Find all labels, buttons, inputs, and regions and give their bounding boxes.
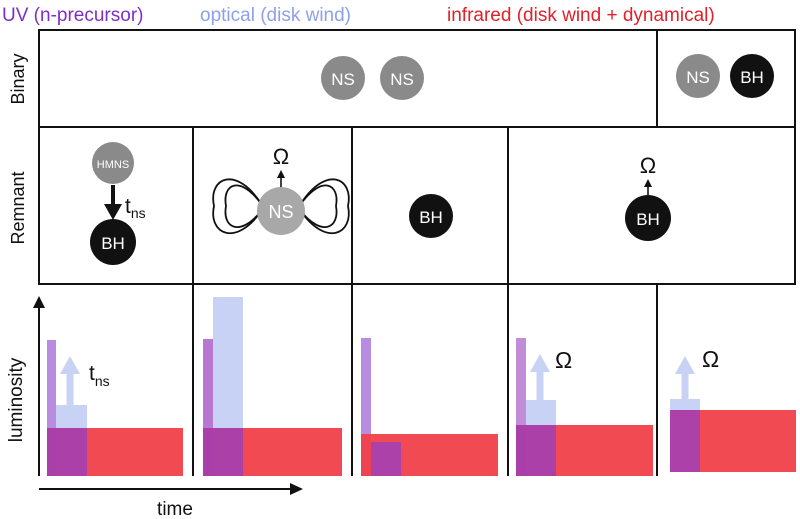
overlap-bar <box>516 425 556 476</box>
uv-bar <box>361 338 371 476</box>
omega-label: Ω <box>640 153 656 178</box>
neutron-star-icon <box>321 56 365 100</box>
uv-bar <box>203 339 213 476</box>
bh-label: BH <box>740 68 764 87</box>
row-label-binary: Binary <box>8 53 28 104</box>
hmns-icon <box>92 142 134 184</box>
arrow-head-icon <box>675 356 695 374</box>
black-hole-icon <box>730 54 774 98</box>
remnant-hmns-collapse: HMNS tns BH <box>90 142 146 265</box>
neutron-star-icon <box>380 56 424 100</box>
arrow-up-icon <box>33 296 45 308</box>
neutron-star-icon <box>257 187 305 235</box>
tns-label: tns <box>125 195 146 221</box>
omega-label: Ω <box>273 144 289 169</box>
ns-label: NS <box>390 70 414 89</box>
uv-bar <box>516 338 526 476</box>
bh-label: BH <box>419 208 443 227</box>
optical-bar <box>670 399 700 411</box>
hmns-label: HMNS <box>97 159 129 171</box>
arrow-right-icon <box>290 483 303 495</box>
overlap-bar <box>371 442 401 476</box>
black-hole-icon <box>409 194 453 238</box>
lightcurve-panel-2 <box>203 297 342 476</box>
overlap-bar <box>203 428 243 476</box>
row-label-remnant: Remnant <box>8 171 28 244</box>
overlap-bar <box>670 410 700 472</box>
axis-label-time: time <box>157 499 193 519</box>
ns-label: NS <box>686 68 710 87</box>
magnetic-field-lines-icon <box>212 178 350 235</box>
ns-label: NS <box>331 70 355 89</box>
bh-label: BH <box>101 234 125 253</box>
binary-ns-ns: NS NS <box>321 56 424 100</box>
arrow-head-icon <box>104 204 122 220</box>
tns-label: tns <box>89 362 110 389</box>
axis-label-luminosity: luminosity <box>6 357 27 442</box>
lightcurve-panel-5: Ω <box>670 346 796 472</box>
lightcurve-panel-3 <box>361 338 498 476</box>
neutron-star-icon <box>676 54 720 98</box>
uv-bar <box>47 340 56 476</box>
arrow-head-icon <box>277 170 285 178</box>
arrow-head-icon <box>530 354 550 372</box>
legend-uv: UV (n-precursor) <box>2 5 143 26</box>
black-hole-icon <box>90 219 136 265</box>
arrow-head-icon <box>644 179 652 187</box>
bh-label: BH <box>636 210 660 229</box>
lightcurve-panel-1: tns <box>47 340 183 476</box>
black-hole-icon <box>625 195 671 241</box>
remnant-row-frame <box>38 126 796 285</box>
omega-label: Ω <box>555 347 572 373</box>
overlap-bar <box>47 428 87 476</box>
arrow-head-icon <box>60 356 80 374</box>
legend-optical: optical (disk wind) <box>200 5 351 26</box>
remnant-bh: BH <box>409 194 453 238</box>
ns-label: NS <box>268 202 293 222</box>
remnant-spinning-bh: BH Ω <box>625 153 671 241</box>
lightcurve-panel-4: Ω <box>516 338 653 476</box>
legend-infrared: infrared (disk wind + dynamical) <box>447 5 715 26</box>
remnant-magnetar: NS Ω <box>212 144 350 235</box>
binary-ns-bh: NS BH <box>676 54 774 98</box>
omega-label: Ω <box>702 346 719 372</box>
